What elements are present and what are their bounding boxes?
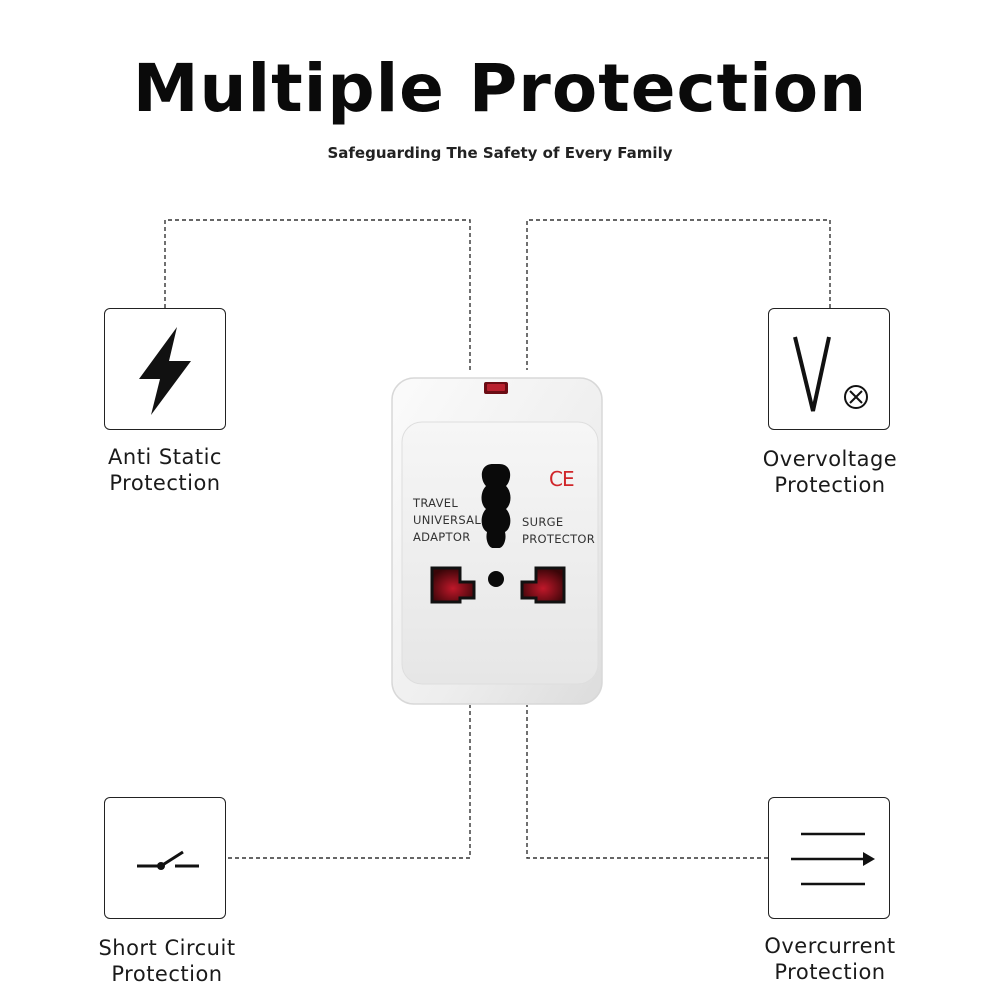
lightning-bolt-icon xyxy=(139,327,191,415)
short-circuit-label-line1: Short Circuit xyxy=(98,936,236,960)
page-subtitle: Safeguarding The Safety of Every Family xyxy=(327,144,673,162)
overvoltage-label-line1: Overvoltage xyxy=(762,447,898,471)
adapter-right-text-line2: PROTECTOR xyxy=(522,532,596,546)
ce-mark: CE xyxy=(549,467,575,491)
page-title: Multiple Protection xyxy=(132,50,868,127)
overvoltage-label-line2: Protection xyxy=(774,473,886,497)
overcurrent-label-line1: Overcurrent xyxy=(764,934,896,958)
anti-static-label: Anti Static Protection xyxy=(45,444,285,496)
short-circuit-icon-box xyxy=(104,797,226,919)
overcurrent-label-line2: Protection xyxy=(774,960,886,984)
adapter-left-text-line1: TRAVEL xyxy=(413,496,459,510)
adapter-right-text: SURGE PROTECTOR xyxy=(522,514,595,548)
connector-overvoltage xyxy=(526,219,831,370)
overvoltage-icon-box xyxy=(768,308,890,430)
switch-icon xyxy=(137,850,199,870)
short-circuit-label-line2: Protection xyxy=(111,962,223,986)
overcurrent-icon-box xyxy=(768,797,890,919)
overcurrent-label: Overcurrent Protection xyxy=(710,933,950,985)
anti-static-icon-box xyxy=(104,308,226,430)
current-arrow-icon xyxy=(791,832,875,886)
connector-overcurrent xyxy=(526,705,768,859)
overvoltage-label: Overvoltage Protection xyxy=(710,446,950,498)
connector-anti-static xyxy=(164,219,471,370)
anti-static-label-line1: Anti Static xyxy=(108,445,222,469)
overvoltage-v-icon xyxy=(793,336,868,412)
anti-static-label-line2: Protection xyxy=(109,471,221,495)
connector-short-circuit xyxy=(228,705,471,859)
short-circuit-label: Short Circuit Protection xyxy=(47,935,287,987)
adapter-left-text: TRAVEL UNIVERSAL ADAPTOR xyxy=(413,495,481,546)
adapter-right-text-line1: SURGE xyxy=(522,515,564,529)
adapter-left-text-line3: ADAPTOR xyxy=(413,530,471,544)
adapter-left-text-line2: UNIVERSAL xyxy=(413,513,482,527)
travel-adapter-image xyxy=(391,377,603,705)
